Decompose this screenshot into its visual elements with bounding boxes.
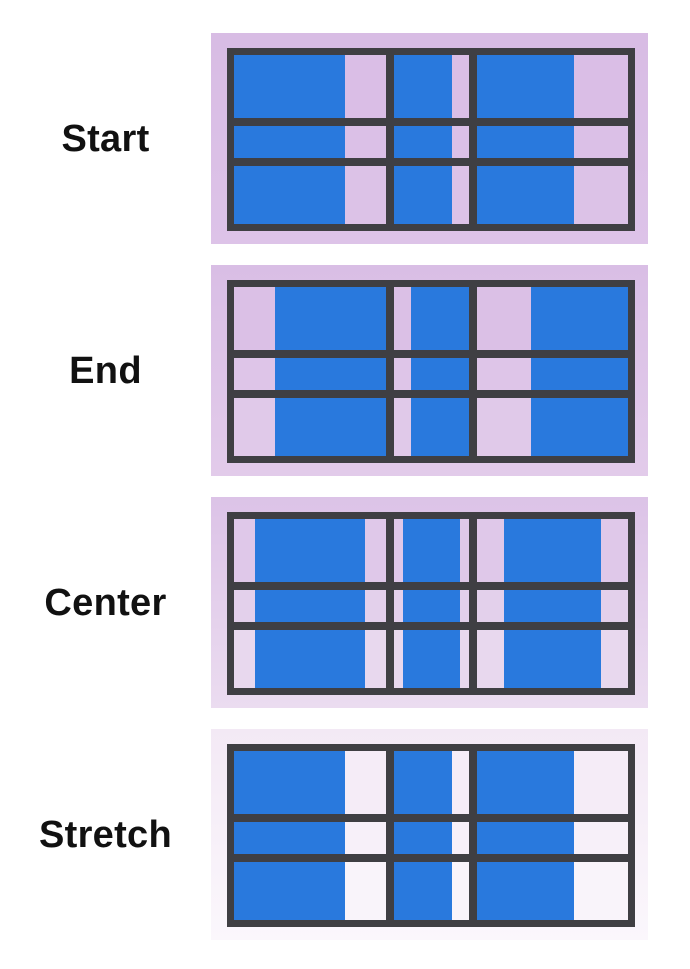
grid-item — [275, 398, 386, 456]
alignment-label-center: Center — [44, 581, 167, 624]
grid-cell — [477, 398, 628, 456]
grid-item — [234, 126, 345, 158]
label-column: Start — [0, 120, 211, 158]
grid-item — [254, 630, 366, 688]
grid-cell — [394, 287, 469, 350]
grid-cell — [234, 358, 386, 390]
grid-cell — [234, 55, 386, 118]
grid-item — [234, 751, 345, 814]
grid-container-center — [211, 497, 648, 708]
grid-cell — [394, 166, 469, 224]
grid-cell — [477, 126, 628, 158]
grid-cell — [394, 590, 469, 622]
grid-cell — [234, 751, 386, 814]
grid-cell — [477, 822, 628, 854]
grid-cell — [234, 126, 386, 158]
grid-item — [477, 751, 574, 814]
grid-item — [477, 862, 574, 920]
grid-cell — [477, 358, 628, 390]
grid-item — [477, 166, 574, 224]
alignment-label-start: Start — [61, 117, 150, 160]
grid-cell — [477, 166, 628, 224]
grid-frame — [227, 48, 635, 231]
alignment-label-end: End — [69, 349, 142, 392]
grid-item — [394, 126, 452, 158]
alignment-label-stretch: Stretch — [38, 813, 173, 856]
grid-item — [394, 822, 452, 854]
grid-cell — [234, 519, 386, 582]
grid-item — [234, 862, 345, 920]
grid-item — [504, 630, 601, 688]
grid-item — [394, 751, 452, 814]
grid-item — [394, 166, 452, 224]
grid-item — [234, 166, 345, 224]
alignment-row-stretch: Stretch — [0, 729, 690, 940]
grid-item — [477, 822, 574, 854]
alignment-row-center: Center — [0, 497, 690, 708]
grid-cell — [234, 398, 386, 456]
grid-cell — [394, 751, 469, 814]
label-column: Center — [0, 584, 211, 622]
grid-item — [234, 55, 345, 118]
grid-cell — [394, 358, 469, 390]
grid-item — [477, 55, 574, 118]
grid-item — [275, 287, 386, 350]
grid-item — [411, 358, 469, 390]
grid-item — [504, 519, 601, 582]
grid-cell — [394, 519, 469, 582]
grid-item — [411, 398, 469, 456]
grid-container-end — [211, 265, 648, 476]
grid-cell — [234, 287, 386, 350]
grid-cell — [477, 862, 628, 920]
grid-cell — [477, 287, 628, 350]
grid-item — [234, 822, 345, 854]
grid-cell — [477, 55, 628, 118]
grid-cell — [394, 862, 469, 920]
grid-frame — [227, 280, 635, 463]
grid-container-start — [211, 33, 648, 244]
grid-cell — [394, 55, 469, 118]
grid-cell — [477, 630, 628, 688]
grid-item — [394, 55, 452, 118]
grid-cell — [477, 590, 628, 622]
label-column: Stretch — [0, 816, 211, 854]
grid-item — [402, 519, 461, 582]
grid-cell — [477, 751, 628, 814]
grid-item — [477, 126, 574, 158]
alignment-row-end: End — [0, 265, 690, 476]
grid-cell — [394, 398, 469, 456]
justify-items-diagram: Start End Center Stretch — [0, 33, 690, 940]
alignment-row-start: Start — [0, 33, 690, 244]
grid-container-stretch — [211, 729, 648, 940]
grid-item — [411, 287, 469, 350]
grid-item — [531, 287, 628, 350]
grid-item — [275, 358, 386, 390]
grid-frame — [227, 512, 635, 695]
grid-item — [402, 590, 461, 622]
grid-cell — [234, 166, 386, 224]
grid-cell — [234, 822, 386, 854]
grid-frame — [227, 744, 635, 927]
grid-cell — [394, 630, 469, 688]
grid-item — [254, 519, 366, 582]
grid-cell — [394, 126, 469, 158]
grid-cell — [234, 630, 386, 688]
grid-cell — [477, 519, 628, 582]
grid-cell — [234, 862, 386, 920]
grid-cell — [394, 822, 469, 854]
grid-cell — [234, 590, 386, 622]
label-column: End — [0, 352, 211, 390]
grid-item — [394, 862, 452, 920]
grid-item — [254, 590, 366, 622]
grid-item — [504, 590, 601, 622]
grid-item — [531, 398, 628, 456]
grid-item — [402, 630, 461, 688]
grid-item — [531, 358, 628, 390]
